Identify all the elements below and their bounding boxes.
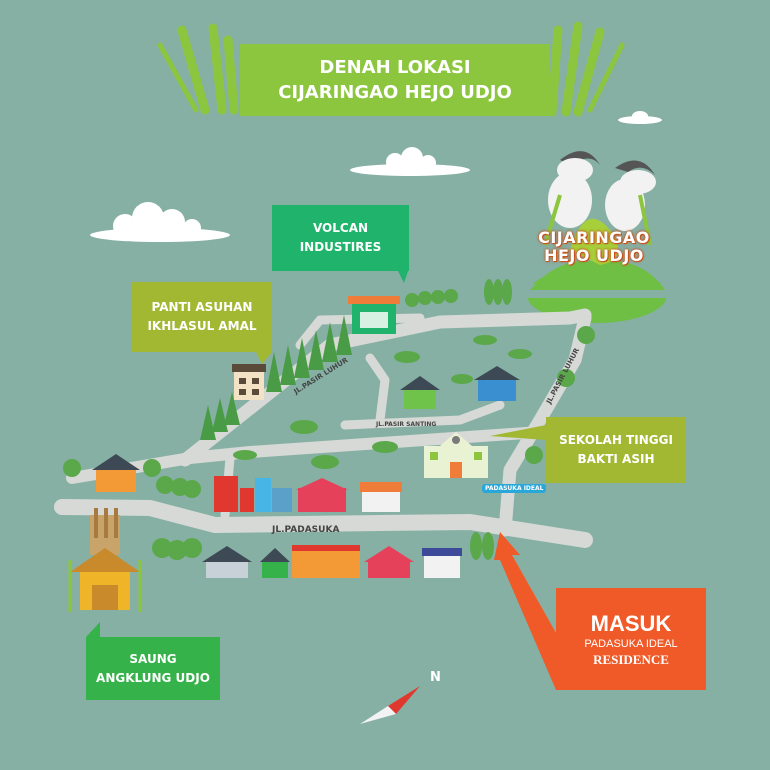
shops-row-south: [202, 545, 462, 578]
title-line-1: DENAH LOKASI: [319, 57, 471, 78]
school-building: [424, 432, 488, 478]
sekolah-line-2: BAKTI ASIH: [577, 452, 655, 466]
house-green: [400, 376, 440, 409]
entrance-line-1: MASUK: [590, 610, 672, 636]
entrance-line-2: PADASUKA IDEAL: [584, 637, 678, 650]
bushes: [233, 335, 532, 469]
cijaringao-logo: CIJARINGAO HEJO UDJO: [514, 229, 674, 265]
pine-trees-row: [200, 315, 352, 440]
logo-line-2: HEJO UDJO: [544, 246, 644, 265]
saung-pointer: [86, 622, 100, 637]
cijaringao-logo-art: [527, 151, 667, 323]
road-label-padasuka: JL.PADASUKA: [272, 525, 340, 535]
road-label-pasir-santing: JL.PASIR SANTING: [376, 421, 437, 428]
saung-line-2: ANGKLUNG UDJO: [96, 670, 210, 685]
compass-north-label: N: [430, 670, 441, 685]
sekolah-line-1: SEKOLAH TINGGI: [559, 433, 673, 447]
volcan-line-2: INDUSTIRES: [299, 240, 382, 254]
shops-row-north: [214, 476, 402, 512]
round-trees: [63, 279, 595, 560]
gate-sign-padasuka-ideal: PADASUKA IDEAL: [482, 484, 547, 493]
cloud-middle: [350, 147, 470, 176]
sekolah-pointer: [490, 425, 546, 440]
cloud-left: [90, 202, 230, 242]
map-title-banner: DENAH LOKASI CIJARINGAO HEJO UDJO: [240, 44, 550, 116]
entrance-arrow: [494, 532, 560, 690]
house-orange: [92, 454, 140, 492]
panti-pointer: [256, 352, 272, 364]
sekolah-label: SEKOLAH TINGGI BAKTI ASIH: [546, 417, 686, 483]
entrance-label: MASUK PADASUKA IDEAL RESIDENCE: [556, 588, 706, 690]
logo-line-1: CIJARINGAO: [538, 228, 650, 247]
panti-building: [232, 364, 266, 400]
bamboo-left: [157, 23, 239, 115]
bamboo-right: [547, 21, 625, 117]
panti-line-2: IKHLASUL AMAL: [147, 319, 257, 333]
cloud-top-right: [618, 111, 662, 124]
panti-line-1: PANTI ASUHAN: [151, 300, 253, 314]
saung-label: SAUNG ANGKLUNG UDJO: [86, 637, 220, 700]
volcan-line-1: VOLCAN: [312, 221, 369, 235]
volcan-label: VOLCAN INDUSTIRES: [272, 205, 409, 271]
compass-icon: [360, 686, 420, 724]
saung-angklung-pavilion: [68, 508, 142, 612]
title-line-2: CIJARINGAO HEJO UDJO: [278, 82, 512, 103]
panti-label: PANTI ASUHAN IKHLASUL AMAL: [132, 282, 272, 352]
saung-line-1: SAUNG: [129, 651, 177, 666]
volcan-building: [348, 296, 400, 334]
volcan-pointer: [398, 271, 408, 283]
house-blue: [474, 366, 520, 401]
entrance-line-3: RESIDENCE: [593, 651, 669, 667]
